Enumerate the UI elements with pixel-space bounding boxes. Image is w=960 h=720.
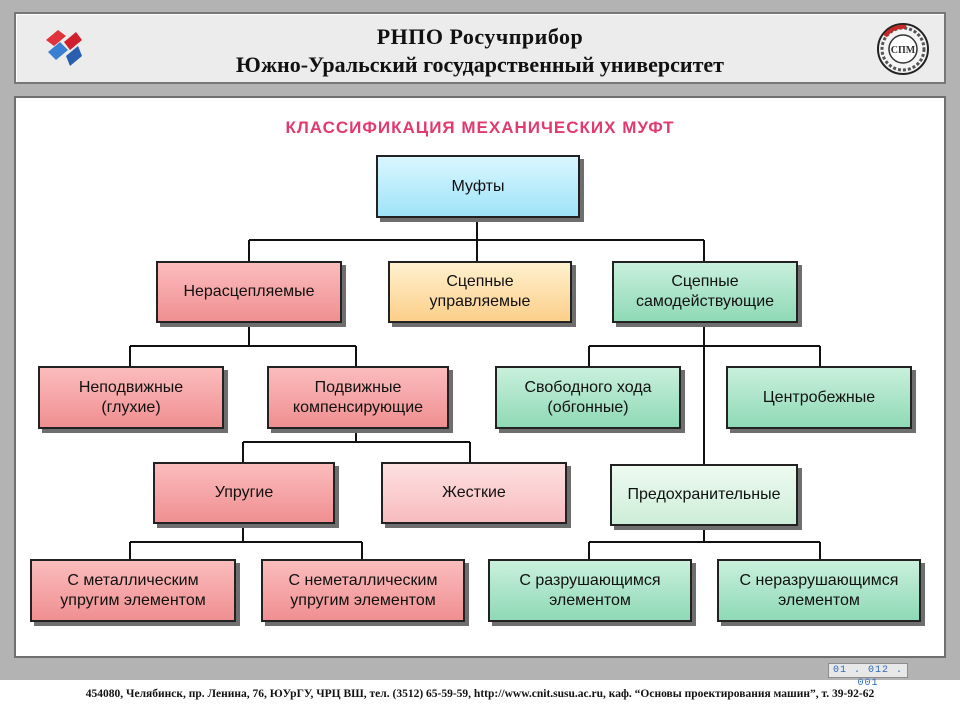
node-metal-line1: С металлическим — [67, 571, 199, 589]
node-freewheel-line1: Свободного хода — [524, 378, 652, 396]
node-breaking-element: С разрушающимся элементом — [488, 559, 692, 622]
node-automatic-line1: Сцепные — [671, 273, 739, 290]
node-breaking-line2: элементом — [549, 591, 631, 609]
node-rigid-label: Жесткие — [442, 484, 506, 501]
node-fixed-line1: Неподвижные — [78, 378, 184, 396]
university-seal-icon: СПМ — [877, 23, 929, 75]
connector-lines — [129, 218, 821, 559]
node-safety-label: Предохранительные — [627, 486, 781, 503]
header-university-name: Южно-Уральский государственный университ… — [236, 52, 724, 77]
node-couplings-label: Муфты — [451, 177, 505, 195]
node-metal-line2: упругим элементом — [60, 591, 206, 609]
rosuchpribor-logo-icon — [46, 30, 82, 66]
node-non-disengageable: Нерасцепляемые — [156, 261, 342, 323]
header-org-name: РНПО Росучприбор — [376, 24, 584, 49]
node-controlled-line1: Сцепные — [446, 273, 514, 290]
node-safety: Предохранительные — [610, 464, 798, 526]
node-movable-compensating: Подвижные компенсирующие — [267, 366, 449, 429]
node-nonbreaking-line1: С неразрушающимся — [739, 571, 899, 589]
node-nonmetal-line1: С неметаллическим — [288, 571, 438, 589]
slide-frame: РНПО Росучприбор Южно-Уральский государс… — [0, 0, 960, 689]
node-fixed-line2: (глухие) — [101, 398, 161, 416]
node-nonmetal-elastic-element: С неметаллическим упругим элементом — [261, 559, 465, 622]
node-breaking-line1: С разрушающимся — [519, 571, 661, 589]
node-centrifugal-label: Центробежные — [762, 388, 876, 406]
node-controlled-line2: управляемые — [429, 293, 531, 310]
node-movable-line1: Подвижные — [314, 378, 402, 396]
node-automatic-clutches: Сцепные самодействующие — [612, 261, 798, 323]
node-nonmetal-line2: упругим элементом — [290, 591, 436, 609]
node-nonbreaking-element: С неразрушающимся элементом — [717, 559, 921, 622]
node-non-disengageable-label: Нерасцепляемые — [183, 283, 315, 300]
diagram-panel: КЛАССИФИКАЦИЯ МЕХАНИЧЕСКИХ МУФТ — [14, 96, 946, 658]
svg-text:СПМ: СПМ — [891, 45, 916, 56]
node-automatic-line2: самодействующие — [635, 293, 775, 310]
slide-code: 01 . 012 . 001 — [828, 663, 908, 689]
node-freewheel: Свободного хода (обгонные) — [495, 366, 681, 429]
node-freewheel-line2: (обгонные) — [547, 398, 629, 416]
node-couplings: Муфты — [376, 155, 580, 218]
diagram-title: КЛАССИФИКАЦИЯ МЕХАНИЧЕСКИХ МУФТ — [285, 118, 675, 137]
node-metal-elastic-element: С металлическим упругим элементом — [30, 559, 236, 622]
node-elastic-label: Упругие — [214, 484, 274, 501]
footer-contacts: 454080, Челябинск, пр. Ленина, 76, ЮУрГУ… — [85, 688, 875, 700]
node-controlled-clutches: Сцепные управляемые — [388, 261, 572, 323]
node-fixed-couplings: Неподвижные (глухие) — [38, 366, 224, 429]
node-centrifugal: Центробежные — [726, 366, 912, 429]
node-rigid: Жесткие — [381, 462, 567, 524]
node-movable-line2: компенсирующие — [292, 398, 424, 416]
node-nonbreaking-line2: элементом — [778, 591, 860, 609]
node-elastic: Упругие — [153, 462, 335, 524]
header-bar: РНПО Росучприбор Южно-Уральский государс… — [14, 12, 946, 84]
